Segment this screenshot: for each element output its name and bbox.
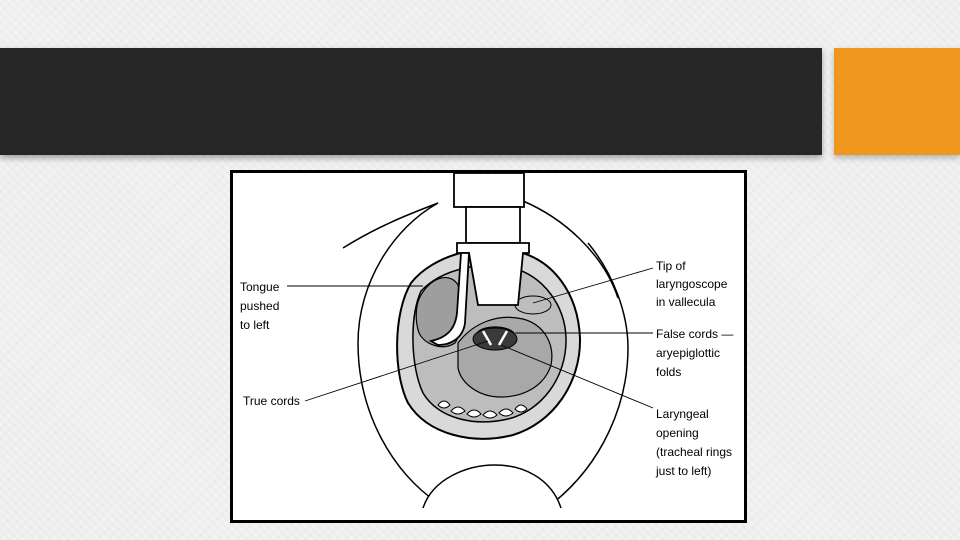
label-tongue-line-2: pushed [240, 299, 279, 313]
label-laryngeal-line-2: opening [656, 426, 699, 440]
label-true-cords: True cords [243, 394, 300, 408]
label-tip-line-2: laryngoscope [656, 277, 728, 291]
laryngeal-opening [473, 328, 517, 350]
label-tip-line-3: in vallecula [656, 295, 716, 309]
label-false-cords-line-3: folds [656, 365, 681, 379]
label-tongue-line-3: to left [240, 318, 270, 332]
laryngoscopy-diagram: Tongue pushed to left Tip of laryngoscop… [230, 170, 747, 523]
label-tongue-line-1: Tongue [240, 280, 280, 294]
label-laryngeal-line-1: Laryngeal [656, 407, 709, 421]
label-laryngeal-line-4: just to left) [655, 464, 711, 478]
chin [423, 465, 561, 508]
accent-block [834, 48, 960, 155]
label-false-cords-line-2: aryepiglottic [656, 346, 720, 360]
label-tip-line-1: Tip of [656, 259, 686, 273]
label-laryngeal-line-3: (tracheal rings [656, 445, 732, 459]
title-bar [0, 48, 822, 155]
uvula-fold [515, 296, 551, 314]
label-false-cords-line-1: False cords — [656, 327, 733, 341]
